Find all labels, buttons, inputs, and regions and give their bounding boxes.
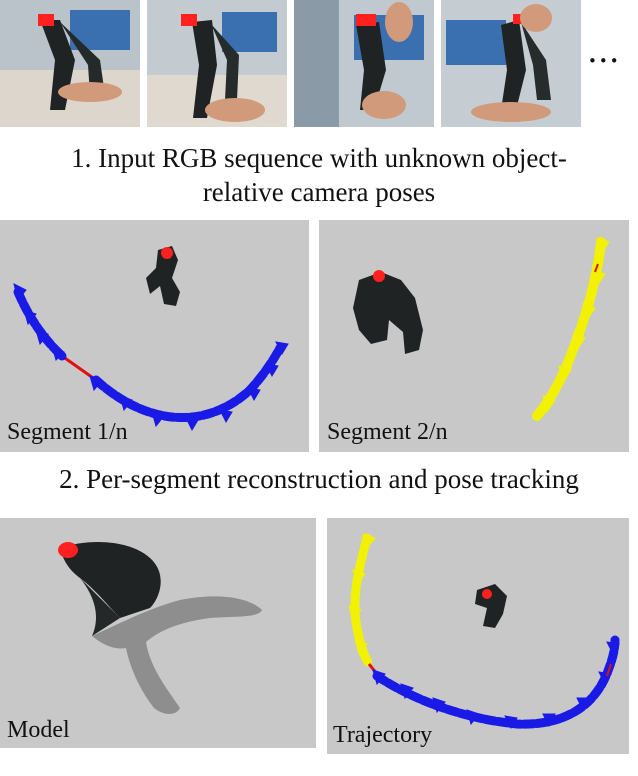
input-photo-2 [147,0,287,127]
sequence-ellipsis: ••• [588,52,621,70]
segment-2-panel: Segment 2/n [319,220,629,452]
model-label: Model [7,717,70,743]
reconstructed-object-icon [353,270,423,354]
input-photo-3 [294,0,434,127]
step1-caption: 1. Input RGB sequence with unknown objec… [71,143,567,207]
model-panel: Model [0,518,316,748]
trajectory-label: Trajectory [333,722,433,748]
step2-caption: 2. Per-segment reconstruction and pose t… [59,464,579,494]
reconstructed-object-icon [475,584,507,628]
input-photo-1 [0,0,140,127]
segment-1-panel: Segment 1/n [0,220,309,452]
input-photo-4 [441,0,581,127]
segment-2-label: Segment 2/n [327,419,448,445]
trajectory-panel: Trajectory [327,518,629,754]
segment-1-label: Segment 1/n [7,419,128,445]
reconstructed-object-icon [146,246,180,306]
